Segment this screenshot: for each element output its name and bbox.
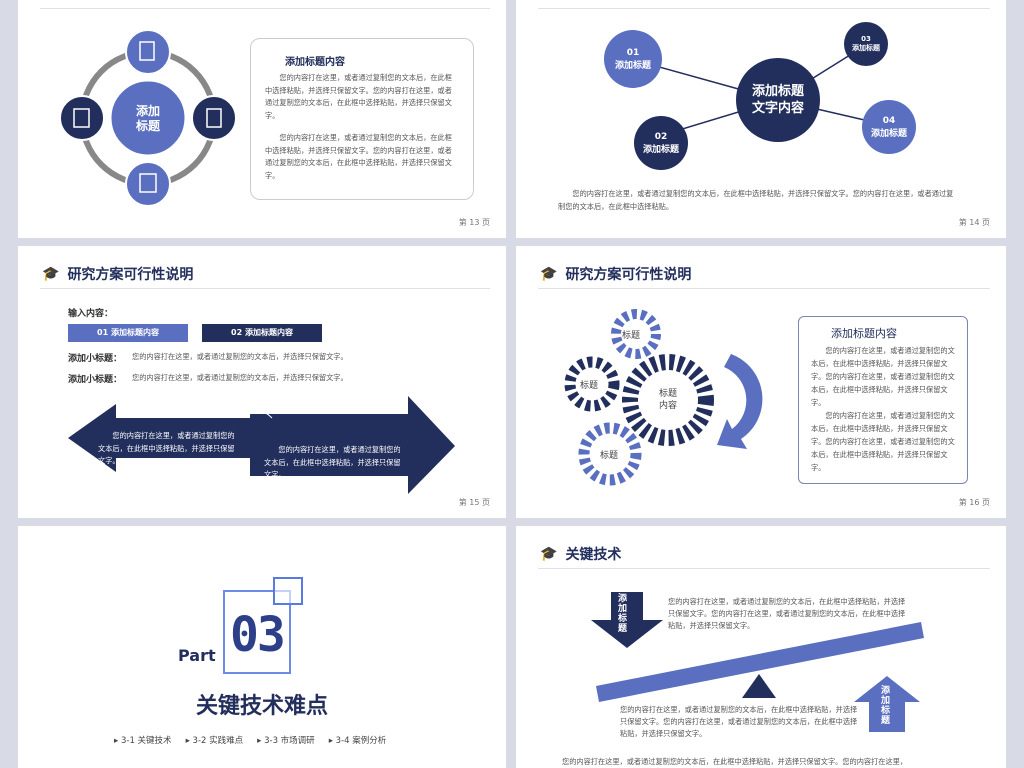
section-title: 关键技术难点 xyxy=(195,694,328,719)
content-box: 添加标题内容 您的内容打在这里，或者通过复制您的文本后，在此框中选择粘贴，并选择… xyxy=(798,316,968,484)
box-paragraph: 您的内容打在这里，或者通过复制您的文本后，在此框中选择粘贴，并选择只保留文字。您… xyxy=(265,73,452,120)
section-items: ▸ 3-1 关键技术 ▸ 3-2 实践难点 ▸ 3-3 市场调研 ▸ 3-4 案… xyxy=(114,734,386,746)
box-paragraph: 您的内容打在这里，或者通过复制您的文本后，在此框中选择粘贴，并选择只保留文字。您… xyxy=(811,346,955,407)
box-paragraph: 您的内容打在这里，或者通过复制您的文本后，在此框中选择粘贴，并选择只保留文字。您… xyxy=(265,133,452,180)
section-item[interactable]: ▸ 3-3 市场调研 xyxy=(257,736,315,746)
number-frame-small xyxy=(273,577,303,605)
part-number: 03 xyxy=(230,607,286,663)
slide-16[interactable]: 🎓 研究方案可行性说明 标题 标题 标题内容 标题 添加标题内容 您的内容打在这里… xyxy=(516,246,1006,518)
header-divider xyxy=(40,288,490,289)
arrow-left-text: 您的内容打在这里，或者通过复制您的文本后，在此框中选择粘贴，并选择只保留文字。 xyxy=(98,431,235,465)
page-number: 第 16 页 xyxy=(958,498,990,507)
seesaw-diagram xyxy=(591,592,924,732)
arrow-up-label: 添加标题 xyxy=(881,686,891,726)
page-number: 第 15 页 xyxy=(458,498,490,507)
subtitle-row: 添加小标题： 您的内容打在这里，或者通过复制您的文本后，并选择只保留文字。 xyxy=(68,372,348,385)
header-divider xyxy=(538,288,990,289)
tab-02[interactable]: 02 添加标题内容 xyxy=(202,324,322,342)
page-number: 第 14 页 xyxy=(958,218,990,227)
box-title: 添加标题内容 xyxy=(285,57,345,68)
slide-title: 关键技术 xyxy=(565,547,622,563)
gear-label: 标题 xyxy=(600,451,619,461)
text-bottom: 您的内容打在这里，或者通过复制您的文本后，在此框中选择粘贴，并选择只保留文字。您… xyxy=(562,757,908,766)
content-box: 添加标题内容 您的内容打在这里，或者通过复制您的文本后，在此框中选择粘贴，并选择… xyxy=(250,38,474,200)
text-top: 您的内容打在这里，或者通过复制您的文本后，在此框中选择粘贴，并选择只保留文字。您… xyxy=(668,597,906,630)
cycle-diagram xyxy=(59,29,237,207)
box-title: 添加标题内容 xyxy=(831,327,897,340)
part-label: Part xyxy=(178,646,216,665)
input-label: 输入内容： xyxy=(68,309,114,319)
page-number: 第 13 页 xyxy=(458,218,490,227)
ribbon-arrows xyxy=(68,396,455,494)
subtitle-row: 添加小标题： 您的内容打在这里，或者通过复制您的文本后，并选择只保留文字。 xyxy=(68,351,348,364)
slide-header: 🎓 研究方案可行性说明 xyxy=(42,264,193,284)
section-item[interactable]: ▸ 3-4 案例分析 xyxy=(328,736,387,746)
box-paragraph: 您的内容打在这里，或者通过复制您的文本后，在此框中选择粘贴，并选择只保留文字。您… xyxy=(811,411,955,472)
arrow-right-text: 您的内容打在这里，或者通过复制您的文本后，在此框中选择粘贴，并选择只保留文字。 xyxy=(264,445,401,479)
gear-label: 标题 xyxy=(580,381,599,391)
subtitle-label: 添加小标题： xyxy=(68,354,123,364)
graduation-cap-icon: 🎓 xyxy=(540,546,558,562)
tab-01[interactable]: 01 添加标题内容 xyxy=(68,324,188,342)
number-frame xyxy=(223,590,291,674)
slide-title: 研究方案可行性说明 xyxy=(67,267,194,283)
text-middle: 您的内容打在这里，或者通过复制您的文本后，在此框中选择粘贴，并选择只保留文字。您… xyxy=(620,705,858,738)
arrow-down-label: 添加标题 xyxy=(618,594,628,634)
slide-18[interactable]: 🎓 关键技术 添加标题 添加标题 您的内容打在这里，或者通过复制您的文本后，在此框… xyxy=(516,526,1006,768)
slide-title: 研究方案可行性说明 xyxy=(565,267,692,283)
gears-diagram xyxy=(564,309,763,486)
header-divider xyxy=(40,8,490,9)
gear-label: 标题内容 xyxy=(658,389,677,411)
graduation-cap-icon: 🎓 xyxy=(42,266,60,282)
header-divider xyxy=(538,568,990,569)
subtitle-text: 您的内容打在这里，或者通过复制您的文本后，并选择只保留文字。 xyxy=(132,373,348,383)
header-divider xyxy=(538,8,990,9)
subtitle-label: 添加小标题： xyxy=(68,375,123,385)
description: 您的内容打在这里，或者通过复制您的文本后，在此框中选择粘贴，并选择只保留文字。您… xyxy=(558,189,954,211)
center-node: 添加标题 文字内容 xyxy=(736,58,820,142)
subtitle-text: 您的内容打在这里，或者通过复制您的文本后，并选择只保留文字。 xyxy=(132,352,348,362)
cycle-center-label: 添加 标题 xyxy=(135,104,160,133)
section-item[interactable]: ▸ 3-1 关键技术 xyxy=(114,736,172,746)
slide-header: 🎓 关键技术 xyxy=(540,544,621,564)
gear-label: 标题 xyxy=(622,331,641,341)
slide-15[interactable]: 🎓 研究方案可行性说明 输入内容： 01 添加标题内容 02 添加标题内容 添加小… xyxy=(18,246,506,518)
slide-header: 🎓 研究方案可行性说明 xyxy=(540,264,691,284)
section-item[interactable]: ▸ 3-2 实践难点 xyxy=(185,736,244,746)
slide-13[interactable]: 添加 标题 添加标题内容 您的内容打在这里，或者通过复制您的文本后，在此框中选择… xyxy=(18,0,506,238)
graduation-cap-icon: 🎓 xyxy=(540,266,558,282)
slide-17[interactable]: Part 03 关键技术难点 ▸ 3-1 关键技术 ▸ 3-2 实践难点 ▸ 3… xyxy=(18,526,506,768)
